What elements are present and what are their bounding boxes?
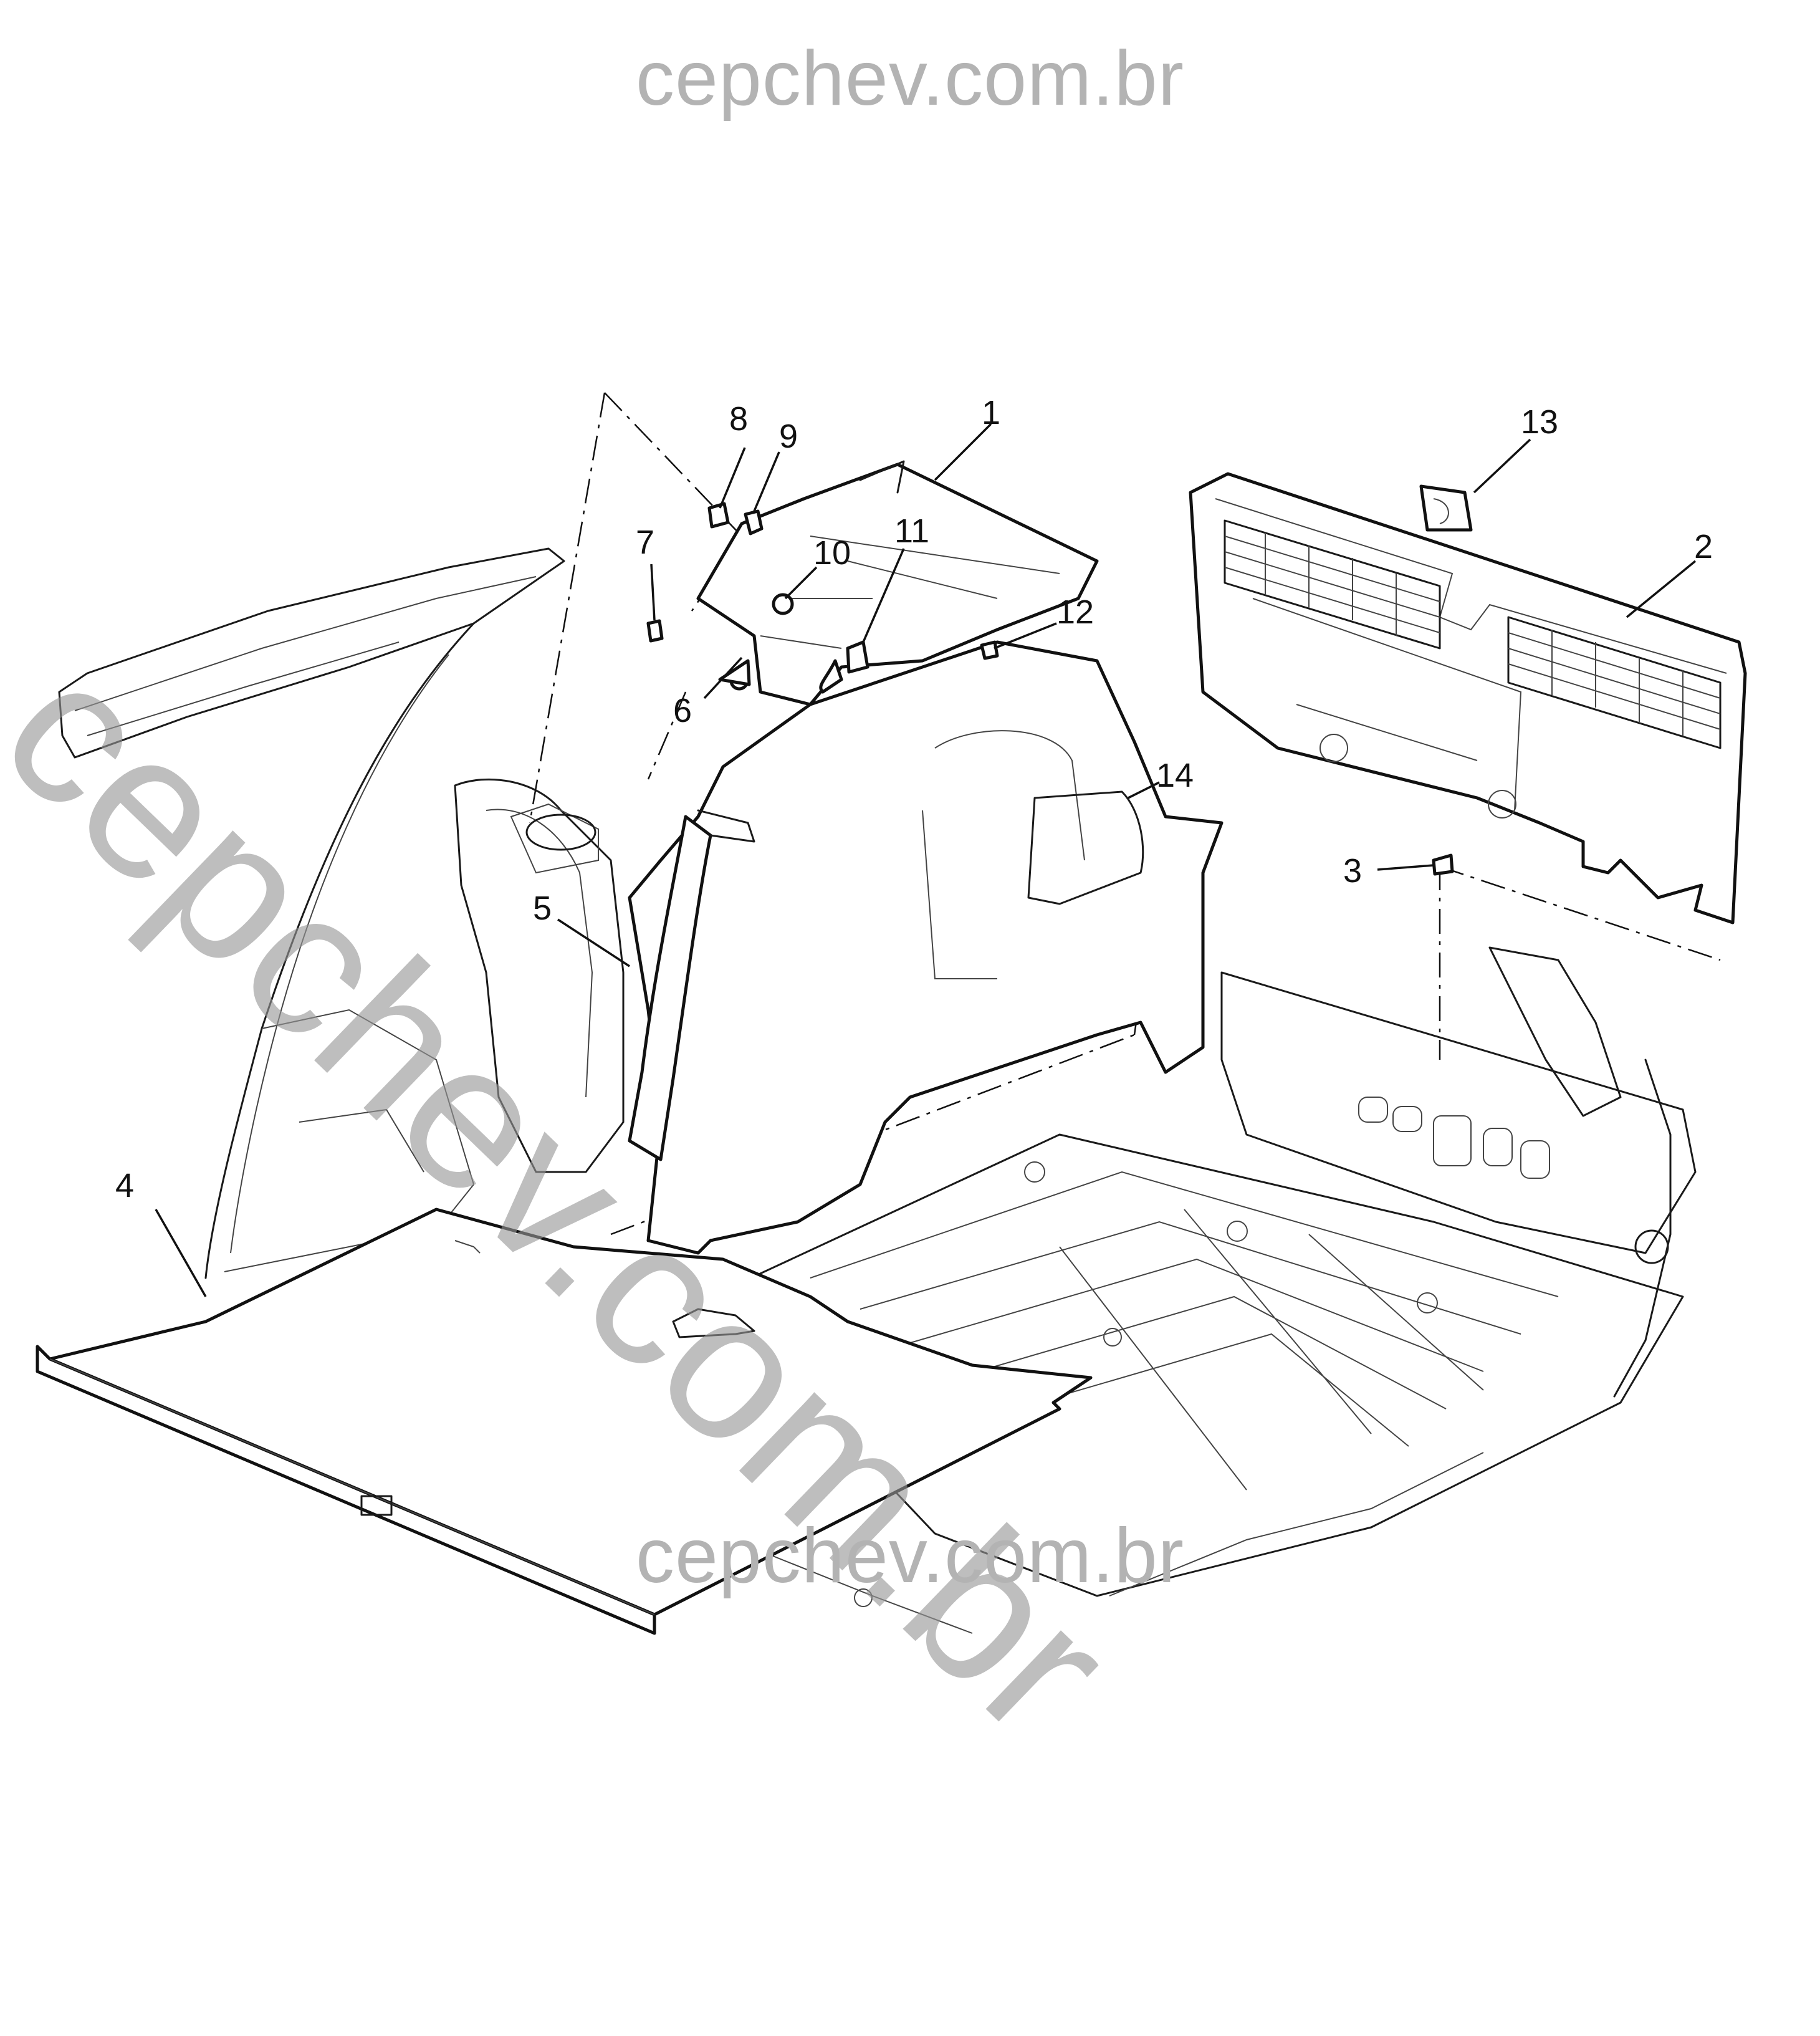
part-13-cover xyxy=(1419,484,1473,532)
callout-6: 6 xyxy=(673,692,692,729)
parts-diagram: 1 2 3 4 5 6 7 8 9 10 11 12 13 14 xyxy=(36,392,1747,1635)
callout-12: 12 xyxy=(1056,593,1094,631)
callout-4: 4 xyxy=(115,1167,134,1204)
callout-14: 14 xyxy=(1156,757,1194,794)
part-4-cargo-floor-panel xyxy=(36,1208,1093,1635)
callout-2: 2 xyxy=(1694,528,1713,565)
callout-13: 13 xyxy=(1521,403,1558,441)
callout-11: 11 xyxy=(894,512,929,550)
callout-7: 7 xyxy=(636,524,654,561)
callout-3: 3 xyxy=(1343,852,1362,890)
watermark-top: cepchev.com.br xyxy=(635,36,1185,122)
part-14-quarter-trim-panel xyxy=(628,640,1224,1255)
part-2-rear-closeout-panel xyxy=(1189,472,1747,924)
fasteners xyxy=(646,502,999,694)
callout-5: 5 xyxy=(533,890,552,927)
callout-8: 8 xyxy=(729,400,748,438)
part-5-trim-strip xyxy=(628,809,755,1161)
callout-labels: 1 2 3 4 5 6 7 8 9 10 11 12 13 14 xyxy=(115,394,1713,1204)
leader-lines xyxy=(155,423,1697,1297)
watermark-bottom: cepchev.com.br xyxy=(635,1513,1185,1599)
vent-grille-left xyxy=(1224,519,1441,650)
vehicle-body xyxy=(58,547,1697,1634)
vent-grille-right xyxy=(1507,616,1722,749)
callout-1: 1 xyxy=(982,394,1000,431)
callout-10: 10 xyxy=(813,534,851,572)
part-3-clip xyxy=(1432,853,1454,876)
callout-9: 9 xyxy=(779,418,798,455)
